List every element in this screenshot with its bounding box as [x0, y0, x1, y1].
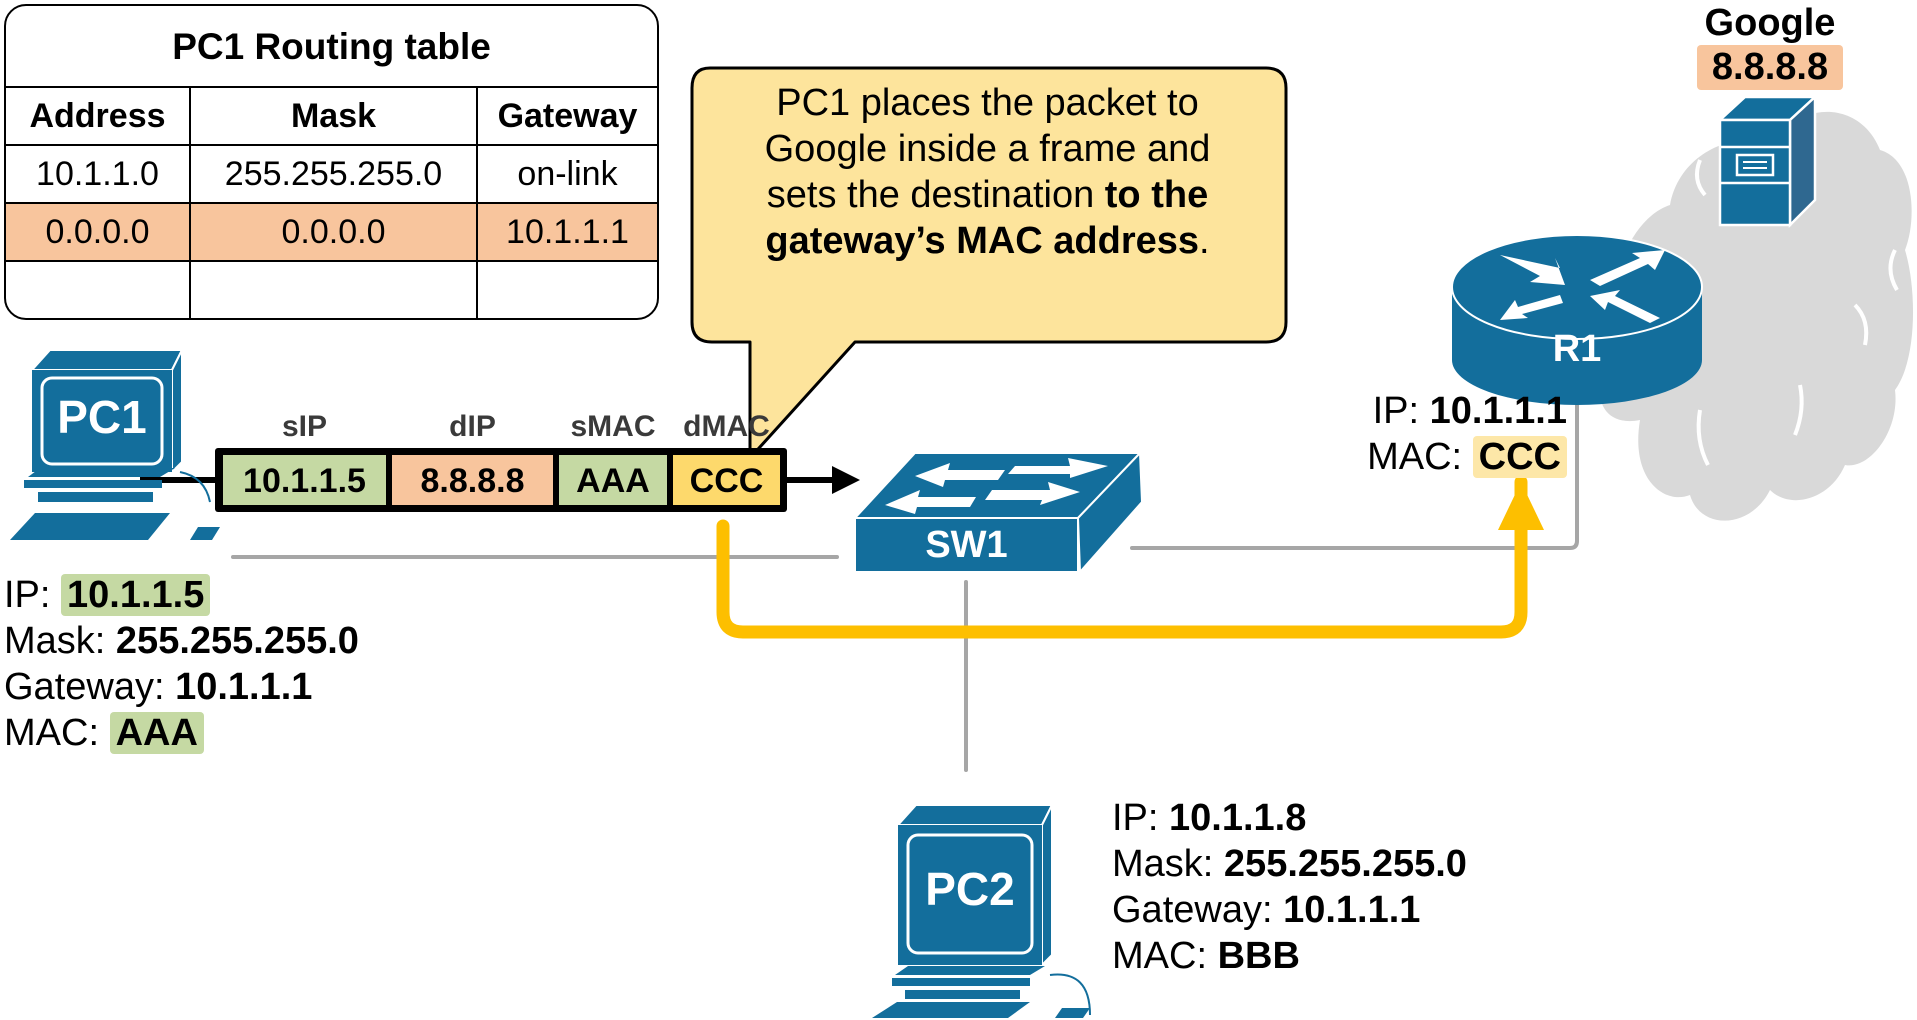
pc1-gateway-row: Gateway: 10.1.1.1: [4, 664, 359, 710]
frame-label-sip: sIP: [281, 410, 328, 443]
internet-cloud: [1599, 111, 1914, 521]
column-header-address: Address: [6, 88, 191, 144]
path-arrowhead-icon: [1498, 482, 1544, 530]
pc1-icon: [10, 349, 220, 540]
table-row-empty: [6, 262, 657, 318]
mac-label: MAC:: [4, 712, 99, 754]
cell-gateway: on-link: [517, 154, 618, 193]
r1-info: IP: 10.1.1.1 MAC: CCC: [1367, 388, 1567, 480]
google-label: Google: [1704, 2, 1836, 44]
callout-line-4-bold: gateway’s MAC address: [765, 220, 1200, 262]
pc1-mac-row: MAC: AAA: [4, 710, 359, 756]
pc1-ip-row: IP: 10.1.1.5: [4, 572, 359, 618]
pc2-icon: [872, 804, 1091, 1018]
cell-mask: 0.0.0.0: [191, 204, 478, 260]
mac-label: MAC:: [1112, 935, 1207, 977]
column-header-gateway: Gateway: [497, 96, 638, 135]
cell-mask: 255.255.255.0: [191, 146, 478, 202]
r1-label: R1: [1552, 328, 1602, 370]
r1-mac-value: CCC: [1472, 436, 1567, 478]
gateway-label: Gateway:: [1112, 889, 1273, 931]
google-server-icon: [1716, 94, 1819, 229]
pc2-mac-row: MAC: BBB: [1112, 933, 1467, 979]
link-sw1-r1: [1130, 390, 1579, 550]
callout-line-3: sets the destination to the: [700, 172, 1275, 218]
sw1-label: SW1: [925, 524, 1008, 566]
pc1-mask-row: Mask: 255.255.255.0: [4, 618, 359, 664]
ip-label: IP:: [4, 574, 51, 616]
pc2-label: PC2: [925, 863, 1015, 915]
pc1-mac-value: AAA: [109, 712, 204, 754]
frame-label-dmac: dMAC: [683, 410, 770, 443]
cell-gateway: 10.1.1.1: [506, 212, 629, 251]
pc1-mask-value: 255.255.255.0: [115, 620, 359, 662]
frame-label-dip: dIP: [449, 410, 496, 443]
callout-line-1: PC1 places the packet to: [776, 82, 1199, 124]
ethernet-frame: [140, 448, 860, 512]
google-ip: 8.8.8.8: [1697, 45, 1843, 90]
frame-label-smac: sMAC: [570, 410, 656, 443]
cell-address: 0.0.0.0: [6, 204, 191, 260]
r1-mac-row: MAC: CCC: [1367, 434, 1567, 480]
frame-path-arrow: [716, 518, 1528, 639]
mask-label: Mask:: [4, 620, 106, 662]
pc2-info: IP: 10.1.1.8 Mask: 255.255.255.0 Gateway…: [1112, 795, 1467, 979]
mask-label: Mask:: [1112, 843, 1214, 885]
callout-text: PC1 places the packet to Google inside a…: [700, 80, 1275, 264]
r1-icon: [1451, 234, 1703, 405]
pc2-mask-value: 255.255.255.0: [1223, 843, 1467, 885]
cell-address: [6, 262, 191, 318]
pc2-mask-row: Mask: 255.255.255.0: [1112, 841, 1467, 887]
frame-field-smac: AAA: [576, 461, 650, 500]
callout-line-3-bold: to the: [1104, 174, 1209, 216]
callout-bubble: [690, 66, 1288, 460]
callout-line-4-end: .: [1199, 220, 1210, 262]
r1-ip-value: 10.1.1.1: [1429, 390, 1567, 432]
callout-line-2: Google inside a frame and: [764, 128, 1211, 170]
pc1-ip-value: 10.1.1.5: [61, 574, 211, 616]
pc2-mac-value: BBB: [1217, 935, 1300, 977]
callout-line-4: gateway’s MAC address.: [700, 218, 1275, 264]
frame-direction-arrow-icon: [832, 466, 860, 494]
pc1-info: IP: 10.1.1.5 Mask: 255.255.255.0 Gateway…: [4, 572, 359, 756]
ip-label: IP:: [1112, 797, 1159, 839]
sw1-icon: [852, 450, 1144, 575]
ip-label: IP:: [1372, 390, 1420, 432]
cell-address: 10.1.1.0: [6, 146, 191, 202]
frame-field-dmac: CCC: [689, 461, 764, 500]
table-row: 10.1.1.0 255.255.255.0 on-link: [6, 146, 657, 204]
pc2-ip-value: 10.1.1.8: [1169, 797, 1307, 839]
routing-table: PC1 Routing table Address Mask Gateway 1…: [4, 4, 659, 320]
callout-line-3-normal: sets the destination: [766, 174, 1105, 216]
r1-ip-row: IP: 10.1.1.1: [1367, 388, 1567, 434]
mac-label: MAC:: [1367, 436, 1463, 478]
column-header-mask: Mask: [191, 88, 478, 144]
pc1-label: PC1: [57, 391, 147, 443]
table-row-default-route: 0.0.0.0 0.0.0.0 10.1.1.1: [6, 204, 657, 262]
pc1-gateway-value: 10.1.1.1: [175, 666, 313, 708]
cell-gateway: [478, 262, 657, 318]
frame-field-dip: 8.8.8.8: [420, 461, 525, 500]
cell-mask: [191, 262, 478, 318]
frame-field-sip: 10.1.1.5: [243, 461, 366, 500]
pc2-gateway-row: Gateway: 10.1.1.1: [1112, 887, 1467, 933]
pc2-ip-row: IP: 10.1.1.8: [1112, 795, 1467, 841]
gateway-label: Gateway:: [4, 666, 165, 708]
pc2-gateway-value: 10.1.1.1: [1283, 889, 1421, 931]
routing-table-header: Address Mask Gateway: [6, 88, 657, 146]
routing-table-title: PC1 Routing table: [6, 6, 657, 88]
